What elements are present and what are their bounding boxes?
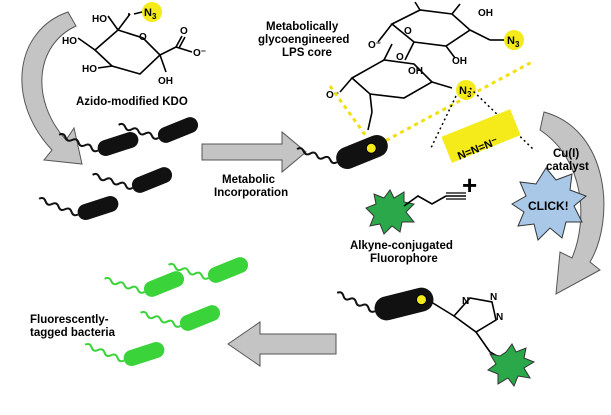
bacterium-green-4-body [123, 341, 165, 367]
bacterium-tagged-dark-flagellum [336, 291, 376, 313]
click-burst: CLICK! [511, 167, 587, 241]
lps-oh-1: OH [478, 8, 493, 19]
kdo-ho-bottom: HO [82, 64, 97, 75]
lps-oh-2: OH [452, 56, 467, 67]
curved-arrow-right [539, 111, 605, 295]
alkyne-fluorophore [365, 189, 466, 235]
bacterium-green-2-body [207, 257, 249, 283]
kdo-carbonyl-o: O [180, 26, 188, 37]
bacterium-dark-3 [92, 167, 173, 193]
bacterium-engineered-azide-dot [365, 142, 377, 154]
lps-core-label-2: glycoengineered [258, 34, 350, 46]
lps-o-minus-1: O⁻ [368, 40, 381, 51]
fluorophore-label-2: Fluorophore [370, 253, 438, 265]
tagged-label-2: tagged bacteria [30, 327, 115, 339]
kdo-ho-left: HO [62, 36, 77, 47]
bacterium-engineered-flagellum [296, 147, 338, 165]
catalyst-label-2: catalyst [546, 161, 589, 173]
bacteria-layer [38, 117, 434, 367]
azide-highlight-lps-top [504, 30, 524, 50]
bottom-fluorophore-burst [486, 343, 536, 388]
kdo-o-minus: O⁻ [193, 48, 206, 59]
azido-kdo-structure [77, 13, 193, 75]
bacterium-dark-1 [58, 131, 139, 157]
bacterium-dark-2-flagellum [118, 122, 160, 140]
lps-n3-top: N3 [507, 35, 520, 49]
azide-highlight-kdo [142, 2, 162, 22]
bacterium-green-3-flagellum [140, 310, 182, 328]
lps-core-structure [339, 1, 491, 131]
kdo-n3: N3 [144, 7, 157, 21]
kdo-n3-sub: 3 [152, 12, 157, 21]
metabolic-label-1: Metabolic [222, 174, 276, 186]
bacterium-green-3 [140, 305, 221, 331]
bacterium-green-1-flagellum [104, 276, 146, 294]
lps-n3-bottom: N3 [459, 85, 472, 99]
lps-o-2: O [396, 52, 404, 63]
bacterium-dark-1-flagellum [58, 133, 99, 153]
catalyst-label-1: Cu(I) [553, 148, 580, 160]
bacterium-dark-4-body [77, 195, 119, 221]
azide-molecule: N=N=N⁻ [441, 109, 521, 163]
curved-arrow-left [21, 11, 83, 165]
click-label: CLICK! [528, 199, 569, 213]
bacterium-tagged-dark [336, 287, 434, 321]
bacterium-dark-4 [38, 195, 119, 221]
kdo-ho-top: HO [92, 14, 107, 25]
lps-core-label-3: LPS core [282, 47, 332, 59]
bacterium-dark-4-flagellum [38, 197, 79, 217]
bacterium-engineered [296, 135, 388, 169]
metabolic-label-2: Incorporation [214, 187, 289, 199]
lps-oh-3: OH [408, 66, 423, 77]
bacterium-green-3-body [179, 305, 221, 331]
azido-kdo-label: Azido-modified KDO [76, 96, 188, 108]
bacterium-tagged-dark-azide-dot [415, 294, 427, 306]
bacterium-green-2 [168, 257, 249, 283]
triazole-n-1: N [462, 296, 469, 307]
lps-o-1: O [404, 26, 412, 37]
bacterium-green-4-flagellum [84, 343, 125, 363]
lps-core-label-1: Metabolically [266, 21, 339, 33]
triazole-linkage [427, 297, 505, 361]
bacterium-dark-3-flagellum [92, 172, 134, 190]
bacterium-green-1-body [143, 271, 185, 297]
bacterium-dark-1-body [97, 131, 139, 157]
lps-o-minus-2: O⁻ [326, 90, 339, 101]
arrow-metabolic-incorporation [201, 130, 307, 174]
arrow-to-tagged-bacteria [227, 321, 337, 367]
bacterium-dark-2 [118, 117, 199, 143]
bacterium-dark-3-body [131, 167, 173, 193]
fluorophore-label-1: Alkyne-conjugated [350, 240, 453, 252]
bacterium-engineered-body [336, 135, 388, 169]
bacterium-green-2-flagellum [168, 262, 210, 280]
kdo-oh: OH [158, 76, 173, 87]
kdo-n3-n: N [144, 7, 152, 19]
triazole-n-2: N [490, 292, 497, 303]
bacterium-tagged-dark-body [374, 287, 434, 321]
bacterium-green-1 [104, 271, 185, 297]
kdo-ring-o: O [139, 32, 147, 43]
triazole-n-3: N [496, 312, 503, 323]
tagged-label-1: Fluorescently- [30, 314, 109, 326]
bacterium-dark-2-body [157, 117, 199, 143]
bacterium-green-4 [84, 341, 165, 367]
